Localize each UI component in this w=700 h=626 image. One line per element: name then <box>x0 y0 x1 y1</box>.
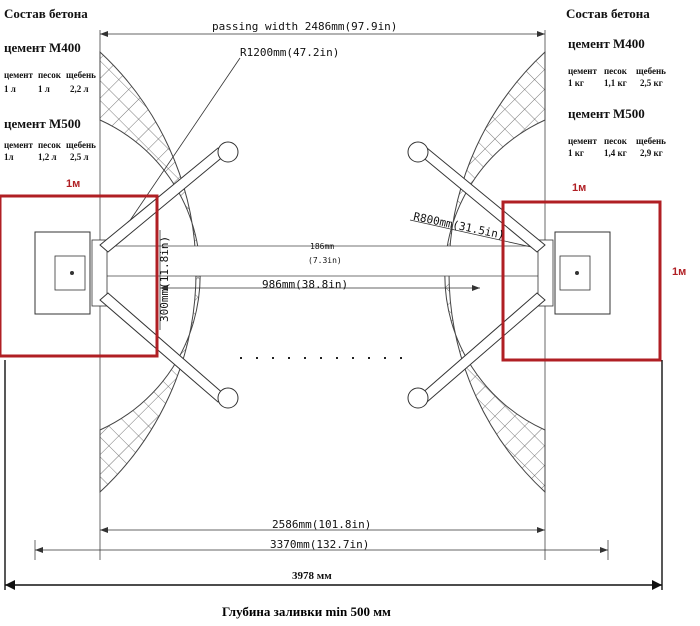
left-m500-col-2: песок <box>38 140 61 150</box>
left-clearance-zone <box>0 194 159 358</box>
right-m400-val-2: 1,1 кг <box>604 78 627 88</box>
left-m400-val-3: 2,2 л <box>70 84 89 94</box>
left-m400-col-2: песок <box>38 70 61 80</box>
right-m500-val-1: 1 кг <box>568 148 585 158</box>
right-m400-col-2: песок <box>604 66 627 76</box>
left-m500-val-3: 2,5 л <box>70 152 89 162</box>
left-m500-val-1: 1л <box>4 152 14 162</box>
left-m400-val-1: 1 л <box>4 84 16 94</box>
right-m500-col-3: щебень <box>636 136 666 146</box>
right-side-zone-label: 1м <box>672 266 687 278</box>
left-m500-col-3: щебень <box>66 140 96 150</box>
base-2586-label: 2586mm(101.8in) <box>272 518 372 531</box>
left-m500-col-1: цемент <box>4 140 33 150</box>
right-column-base <box>537 231 611 315</box>
gap-top-label: 186mm <box>310 242 335 251</box>
left-column-base <box>34 231 108 315</box>
right-m400-val-1: 1 кг <box>568 78 585 88</box>
radius-large-label: R1200mm(47.2in) <box>240 46 340 59</box>
base-3370-label: 3370mm(132.7in) <box>270 538 370 551</box>
total-3978-label: 3978 мм <box>292 570 332 582</box>
right-clearance-zone <box>501 200 662 362</box>
right-m500-col-2: песок <box>604 136 627 146</box>
passing-width-label: passing width 2486mm(97.9in) <box>212 20 398 33</box>
pour-depth-note: Глубина заливки min 500 мм <box>222 604 391 619</box>
left-zone-label: 1м <box>66 178 81 190</box>
right-m400-col-3: щебень <box>636 66 666 76</box>
left-m400-val-2: 1 л <box>38 84 50 94</box>
right-m500-col-1: цемент <box>568 136 597 146</box>
right-m500-val-2: 1,4 кг <box>604 148 627 158</box>
right-zone-label: 1м <box>572 182 587 194</box>
gap-bottom-label: (7.3in) <box>308 256 342 265</box>
left-m400-heading: цемент М400 <box>4 40 81 55</box>
right-m400-heading: цемент М400 <box>568 36 645 51</box>
left-m400-col-3: щебень <box>66 70 96 80</box>
height-300-label: 300mm(11.8in) <box>158 235 171 322</box>
right-m400-val-3: 2,5 кг <box>640 78 663 88</box>
left-m500-heading: цемент М500 <box>4 116 81 131</box>
inner-width-label: 986mm(38.8in) <box>262 278 349 291</box>
right-m400-col-1: цемент <box>568 66 597 76</box>
right-title: Состав бетона <box>566 6 650 21</box>
left-title: Состав бетона <box>4 6 88 21</box>
right-m500-val-3: 2,9 кг <box>640 148 663 158</box>
right-m500-heading: цемент М500 <box>568 106 645 121</box>
left-m500-val-2: 1,2 л <box>38 152 57 162</box>
left-m400-col-1: цемент <box>4 70 33 80</box>
